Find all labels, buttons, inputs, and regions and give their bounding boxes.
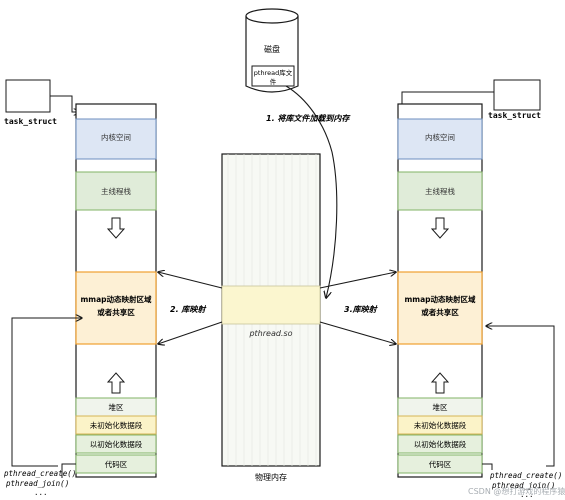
heap-right-label: 堆区 xyxy=(433,402,448,412)
main-stack-right xyxy=(397,171,483,211)
main-stack-right-label: 主线程栈 xyxy=(425,186,455,196)
map-arrow-right-bottom xyxy=(319,321,396,344)
bss-right-label: 未初始化数据段 xyxy=(414,420,467,430)
bss-left xyxy=(75,415,157,435)
process-right: task_struct 内核空间 主线程栈 mmap动态映射区域 或者共享区 堆… xyxy=(397,79,562,499)
task-struct-left-label: task_struct xyxy=(4,117,57,126)
mmap-region-right xyxy=(397,271,483,345)
mmap-region-right-line1: mmap动态映射区域 xyxy=(404,294,476,304)
physical-memory-caption: 物理内存 xyxy=(255,472,287,482)
code-call-arrow-right xyxy=(482,326,555,470)
code-call-arrow-left xyxy=(11,318,82,478)
kernel-space-right-label: 内核空间 xyxy=(425,132,455,142)
call-right-1: pthread_create() xyxy=(490,471,562,480)
process-left: task_struct 内核空间 主线程栈 mmap动态映射区域 或者共享区 堆… xyxy=(4,79,157,497)
data-segment-right-label: 以初始化数据段 xyxy=(414,439,467,449)
main-stack-left xyxy=(75,171,157,211)
pthread-lib-file xyxy=(251,65,295,87)
pthread-lib-file-label-line2: 件 xyxy=(270,77,277,86)
watermark: CSDN @想打游戏的程序猿 xyxy=(468,486,565,496)
call-left-1: pthread_create() xyxy=(4,469,76,478)
physical-memory: pthread.so 物理内存 xyxy=(221,153,321,482)
call-right-2: pthread_join() xyxy=(492,481,555,490)
map-arrow-right-top xyxy=(319,272,396,289)
pthread-so-label: pthread.so xyxy=(248,329,292,338)
stack-grow-arrow-left xyxy=(106,217,126,239)
step-map-left-label: 2. 库映射 xyxy=(170,305,207,314)
data-segment-left xyxy=(75,434,157,454)
mmap-region-right-line2: 或者共享区 xyxy=(421,307,459,317)
main-stack-left-label: 主线程栈 xyxy=(101,186,131,196)
data-segment-left-label: 以初始化数据段 xyxy=(90,439,143,449)
task-struct-right-box xyxy=(493,79,541,111)
heap-grow-arrow-left xyxy=(106,372,126,394)
data-segment-right xyxy=(397,434,483,454)
pthread-so-region xyxy=(221,285,321,325)
map-arrow-left-top xyxy=(158,272,223,289)
call-left-3: ... xyxy=(34,488,48,497)
kernel-space-left-label: 内核空间 xyxy=(101,132,131,142)
bss-right xyxy=(397,415,483,435)
code-segment-right-label: 代码区 xyxy=(429,459,452,469)
call-right-3: ... xyxy=(520,490,534,499)
code-segment-left-label: 代码区 xyxy=(105,459,128,469)
mmap-region-left-line2: 或者共享区 xyxy=(97,307,135,317)
mmap-region-left-line1: mmap动态映射区域 xyxy=(80,294,152,304)
kernel-space-right xyxy=(397,118,483,160)
step-map-right-label: 3.库映射 xyxy=(344,305,379,314)
mmap-region-left xyxy=(75,271,157,345)
disk: 磁盘 pthread库文 件 xyxy=(245,8,299,93)
heap-grow-arrow-right xyxy=(430,372,450,394)
kernel-space-left xyxy=(75,118,157,160)
step-load-label: 1. 将库文件加载到内存 xyxy=(266,114,351,123)
heap-left-label: 堆区 xyxy=(109,402,124,412)
call-left-2: pthread_join() xyxy=(6,479,69,488)
task-struct-left-box xyxy=(5,79,51,113)
map-arrow-left-bottom xyxy=(158,321,223,344)
disk-top xyxy=(245,8,299,24)
pthread-lib-file-label-line1: pthread库文 xyxy=(254,68,293,77)
stack-grow-arrow-right xyxy=(430,217,450,239)
disk-label: 磁盘 xyxy=(264,44,280,54)
bss-left-label: 未初始化数据段 xyxy=(90,420,143,430)
load-arrow xyxy=(285,85,338,298)
task-struct-right-label: task_struct xyxy=(488,111,541,120)
